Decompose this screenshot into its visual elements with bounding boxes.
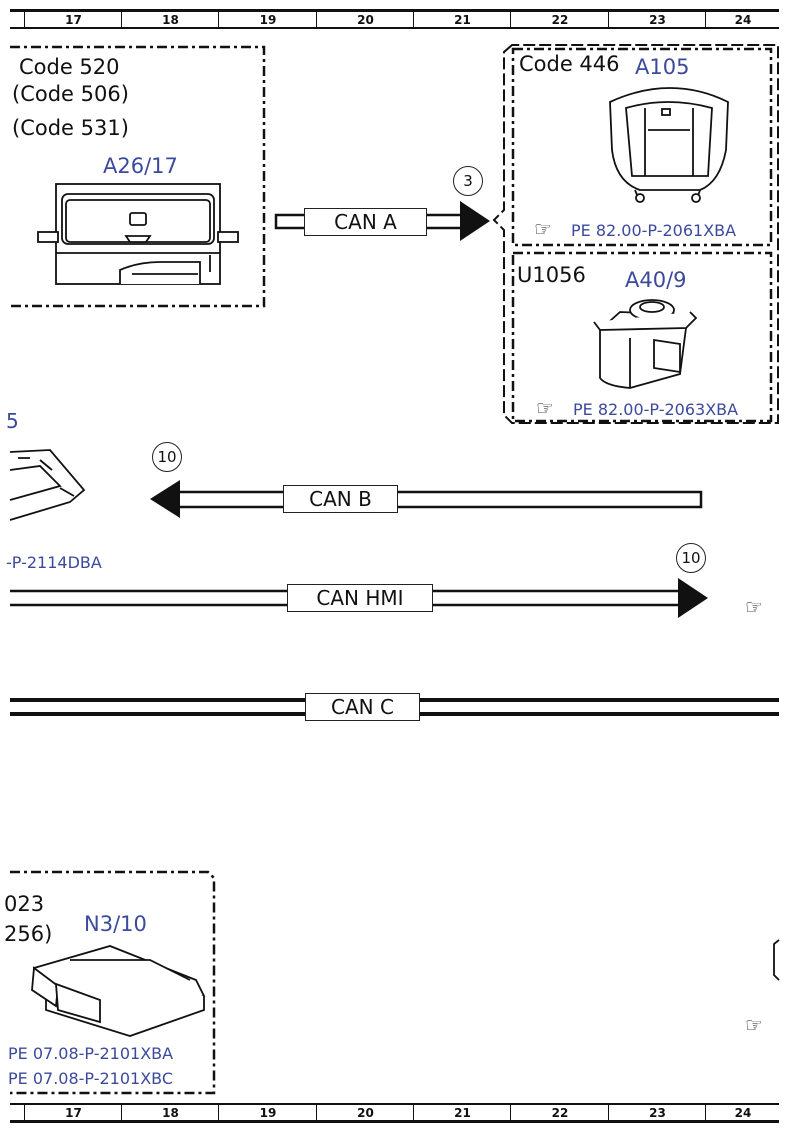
column-number: 22 [510,12,609,27]
column-number: 24 [705,12,780,27]
code-label: U1056 [517,263,586,287]
pointing-hand-icon: ☞ [745,1013,763,1037]
code-label: Code 520 [19,55,120,79]
part-id-label: 5 [6,409,19,433]
part-id-label: A40/9 [625,268,687,292]
column-number: 17 [24,1105,122,1120]
right-partial-unit-drawing [773,939,780,981]
bus-label-can-c: CAN C [305,693,420,721]
column-number: 24 [705,1105,780,1120]
pointing-hand-icon: ☞ [536,396,554,420]
reference-link[interactable]: PE 82.00-P-2063XBA [573,400,739,419]
code-label: (Code 531) [12,116,129,140]
column-number: 23 [608,1105,706,1120]
code-label: 023 [4,892,45,916]
arrow-can-b [150,480,180,518]
arrow-can-hmi [678,578,708,618]
left-partial-unit-drawing [9,449,86,521]
part-id-label: A26/17 [103,154,178,178]
column-number: 19 [218,12,317,27]
connector-number: 3 [453,166,483,196]
module-group-bracket [492,44,779,424]
reference-link[interactable]: PE 07.08-P-2101XBC [8,1069,174,1088]
column-number: 21 [413,1105,511,1120]
arrow-can-a [460,201,490,241]
code-label: (Code 506) [12,82,129,106]
part-id-label: A105 [635,55,690,79]
a40-9-unit-drawing [593,299,698,389]
reference-link[interactable]: PE 82.00-P-2061XBA [571,221,737,240]
column-number: 20 [316,12,414,27]
code-label: 256) [4,922,53,946]
code-label: Code 446 [519,52,620,76]
reference-link[interactable]: -P-2114DBA [6,553,102,572]
bus-label-can-a: CAN A [304,208,427,236]
part-id-label: N3/10 [84,912,147,936]
column-number: 19 [218,1105,317,1120]
n3-10-unit-drawing [31,945,206,1037]
bus-label-can-b: CAN B [283,485,398,513]
connector-number: 10 [152,442,182,472]
reference-link[interactable]: PE 07.08-P-2101XBA [8,1044,174,1063]
column-number: 21 [413,12,511,27]
column-number: 20 [316,1105,414,1120]
pointing-hand-icon: ☞ [534,217,552,241]
module-frame-a105 [511,47,773,247]
a105-unit-drawing [609,87,729,203]
a26-17-unit-drawing [37,183,239,285]
column-number: 23 [608,12,706,27]
column-number: 17 [24,12,122,27]
column-number: 22 [510,1105,609,1120]
module-frame-a26-17 [10,45,266,308]
module-frame-a40-9 [511,251,773,423]
column-number: 18 [121,12,219,27]
bus-label-can-hmi: CAN HMI [287,584,433,612]
connector-number: 10 [676,543,706,573]
bus-can-b [176,490,703,509]
pointing-hand-icon: ☞ [745,595,763,619]
module-frame-n3-10 [10,870,216,1095]
column-number: 18 [121,1105,219,1120]
